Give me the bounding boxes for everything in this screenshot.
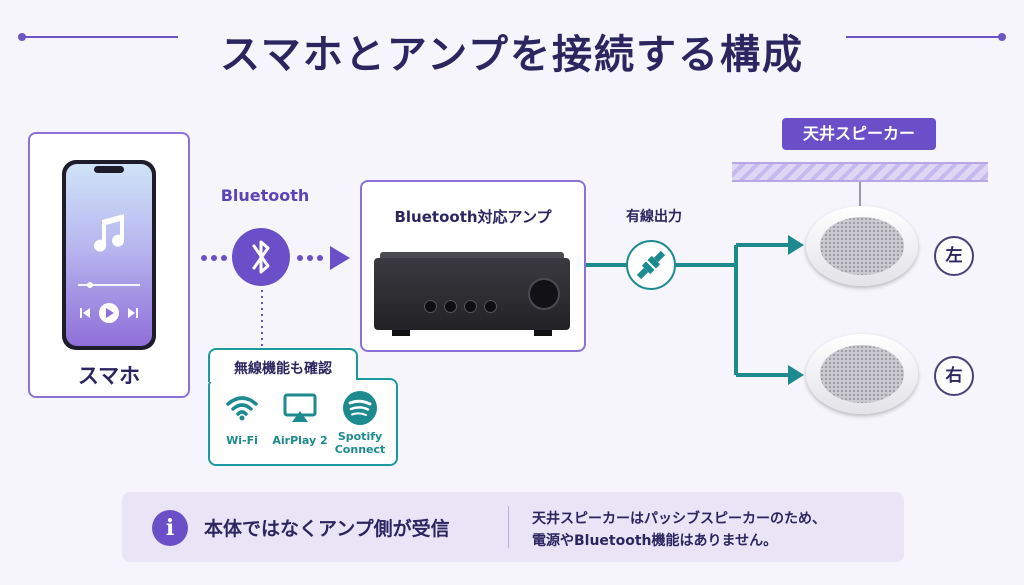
progress-knob	[87, 282, 93, 288]
music-note-icon	[94, 214, 125, 252]
spotify-label: Spotify Connect	[328, 430, 392, 456]
play-icon	[99, 303, 119, 323]
amp-small-knob	[424, 300, 437, 313]
next-icon	[128, 308, 138, 318]
info-body: 天井スピーカーはパッシブスピーカーのため、 電源やBluetooth機能はありま…	[532, 508, 882, 552]
amp-small-knob	[444, 300, 457, 313]
cable-connector-badge	[626, 240, 676, 290]
phone-screen-graphics	[78, 214, 140, 323]
speaker-wiring	[586, 235, 804, 385]
speaker-right-grill	[820, 345, 904, 403]
wireless-tab-joint	[210, 376, 356, 382]
ceiling-speaker-tag: 天井スピーカー	[782, 118, 936, 150]
wifi-icon	[226, 396, 258, 421]
ceiling-panel	[732, 162, 988, 182]
title-rule-right	[846, 36, 1002, 38]
dotted-arrow-right	[297, 246, 350, 270]
wireless-title: 無線機能も確認	[234, 361, 332, 377]
dotted-arrow-left	[201, 255, 227, 261]
info-body-line2: 電源やBluetooth機能はありません。	[532, 533, 778, 549]
amp-label: Bluetooth対応アンプ	[394, 208, 552, 226]
phone-notch	[94, 166, 124, 173]
amp-small-knob	[464, 300, 477, 313]
spotify-icon	[343, 391, 377, 425]
amp-top-panel	[380, 252, 564, 260]
info-icon: i	[152, 510, 188, 546]
bluetooth-label: Bluetooth	[220, 186, 310, 205]
previous-icon	[80, 308, 90, 318]
wifi-label: Wi-Fi	[226, 434, 258, 447]
spotify-label-line1: Spotify	[337, 430, 383, 443]
progress-track	[78, 284, 140, 286]
airplay-label: AirPlay 2	[272, 434, 328, 447]
page-title: スマホとアンプを接続する構成	[220, 32, 804, 78]
amp-foot	[534, 330, 552, 336]
info-bar	[122, 492, 904, 562]
airplay-icon	[283, 393, 317, 422]
spotify-label-line2: Connect	[334, 443, 386, 456]
amp-volume-knob	[528, 278, 560, 310]
speaker-mount	[859, 182, 861, 206]
title-rule-left	[22, 36, 178, 38]
bluetooth-to-wireless-connector	[261, 290, 263, 348]
wired-output-label: 有線出力	[626, 209, 682, 225]
title-rule-dot-right	[998, 33, 1006, 41]
info-separator	[508, 506, 509, 548]
info-heading: 本体ではなくアンプ側が受信	[204, 518, 450, 540]
amp-small-knob	[484, 300, 497, 313]
phone-label: スマホ	[77, 364, 141, 388]
speaker-left-label: 左	[934, 236, 974, 276]
title-rule-dot-left	[18, 33, 26, 41]
speaker-left-grill	[820, 217, 904, 275]
cable-connector-icon	[636, 250, 666, 280]
bluetooth-icon	[252, 240, 270, 274]
amp-foot	[392, 330, 410, 336]
speaker-right-label: 右	[934, 356, 974, 396]
info-body-line1: 天井スピーカーはパッシブスピーカーのため、	[532, 511, 826, 527]
